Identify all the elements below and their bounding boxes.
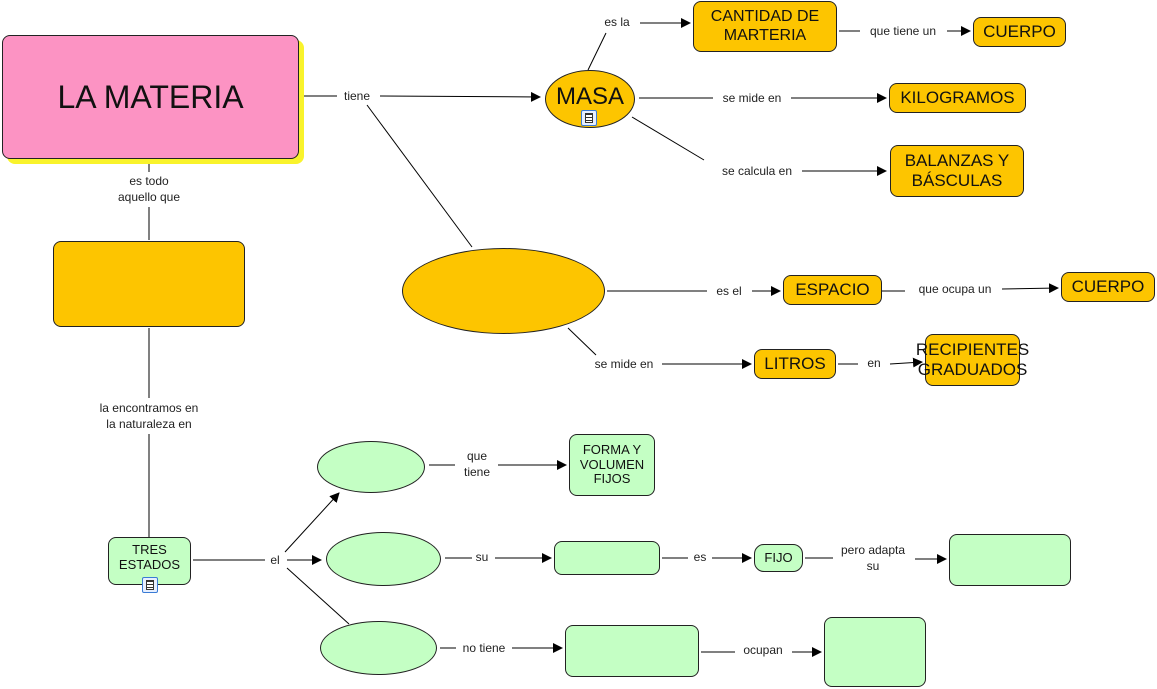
concept-label: CUERPO bbox=[983, 22, 1056, 42]
concept-label: MASA bbox=[555, 83, 624, 111]
link-en[interactable]: en bbox=[865, 354, 883, 372]
link-ocupan[interactable]: ocupan bbox=[741, 641, 785, 659]
concept-ocupan-blank[interactable] bbox=[824, 617, 926, 687]
concept-label: RECIPIENTES GRADUADOS bbox=[915, 340, 1030, 379]
concept-masa[interactable]: MASA bbox=[545, 70, 635, 128]
concept-cantidad-materia[interactable]: CANTIDAD DE MARTERIA bbox=[693, 1, 837, 52]
link-que-tiene-un[interactable]: que tiene un bbox=[867, 22, 939, 40]
concept-label: FIJO bbox=[764, 549, 793, 565]
link-se-mide-en-masa[interactable]: se mide en bbox=[720, 89, 784, 107]
concept-gas-propiedad-blank[interactable] bbox=[565, 625, 699, 677]
concept-la-materia[interactable]: LA MATERIA bbox=[2, 35, 299, 159]
concept-forma-volumen-fijos[interactable]: FORMA Y VOLUMEN FIJOS bbox=[569, 434, 655, 496]
concept-label: BALANZAS Y BÁSCULAS bbox=[904, 151, 1010, 190]
link-su[interactable]: su bbox=[473, 548, 491, 566]
concept-definition-blank[interactable] bbox=[53, 241, 245, 327]
concept-label: KILOGRAMOS bbox=[900, 88, 1015, 108]
concept-recipientes[interactable]: RECIPIENTES GRADUADOS bbox=[916, 334, 1029, 386]
concept-fijo[interactable]: FIJO bbox=[754, 544, 803, 572]
concept-label: CUERPO bbox=[1071, 277, 1145, 297]
link-se-calcula-en[interactable]: se calcula en bbox=[719, 162, 795, 180]
link-es-la[interactable]: es la bbox=[602, 13, 632, 31]
concept-label: ESPACIO bbox=[795, 280, 870, 300]
concept-label: LA MATERIA bbox=[57, 78, 244, 115]
link-el[interactable]: el bbox=[268, 551, 282, 569]
concept-espacio[interactable]: ESPACIO bbox=[783, 275, 882, 305]
link-la-encontramos[interactable]: la encontramos en la naturaleza en bbox=[97, 399, 201, 433]
concept-estado-liquido-blank[interactable] bbox=[326, 532, 441, 586]
concept-litros[interactable]: LITROS bbox=[754, 349, 836, 379]
link-que-tiene[interactable]: que tiene bbox=[461, 447, 493, 481]
concept-cuerpo-espacio[interactable]: CUERPO bbox=[1061, 272, 1155, 302]
resource-document-icon[interactable] bbox=[581, 110, 597, 126]
concept-label: FORMA Y VOLUMEN FIJOS bbox=[579, 441, 645, 487]
concept-cuerpo-masa[interactable]: CUERPO bbox=[973, 17, 1066, 47]
resource-document-icon[interactable] bbox=[142, 577, 158, 593]
concept-estado-solido-blank[interactable] bbox=[317, 441, 425, 493]
concept-forma-blank[interactable] bbox=[949, 534, 1071, 586]
concept-label: TRES ESTADOS bbox=[118, 542, 181, 572]
concept-estado-gaseoso-blank[interactable] bbox=[320, 621, 437, 675]
link-que-ocupa-un[interactable]: que ocupa un bbox=[916, 280, 994, 298]
link-se-mide-en-volumen[interactable]: se mide en bbox=[592, 355, 656, 373]
link-tiene[interactable]: tiene bbox=[341, 87, 373, 105]
concept-label: LITROS bbox=[764, 354, 826, 374]
link-pero-adapta-su[interactable]: pero adapta su bbox=[838, 541, 908, 575]
link-no-tiene[interactable]: no tiene bbox=[460, 639, 508, 657]
concept-balanzas[interactable]: BALANZAS Y BÁSCULAS bbox=[890, 145, 1024, 197]
link-es[interactable]: es bbox=[691, 548, 709, 566]
link-es-todo[interactable]: es todo aquello que bbox=[115, 172, 183, 206]
link-es-el[interactable]: es el bbox=[714, 282, 744, 300]
concept-label: CANTIDAD DE MARTERIA bbox=[710, 8, 820, 44]
concept-liquido-propiedad-blank[interactable] bbox=[554, 541, 660, 575]
concept-volumen-blank[interactable] bbox=[402, 248, 605, 334]
concept-kilogramos[interactable]: KILOGRAMOS bbox=[889, 83, 1026, 113]
